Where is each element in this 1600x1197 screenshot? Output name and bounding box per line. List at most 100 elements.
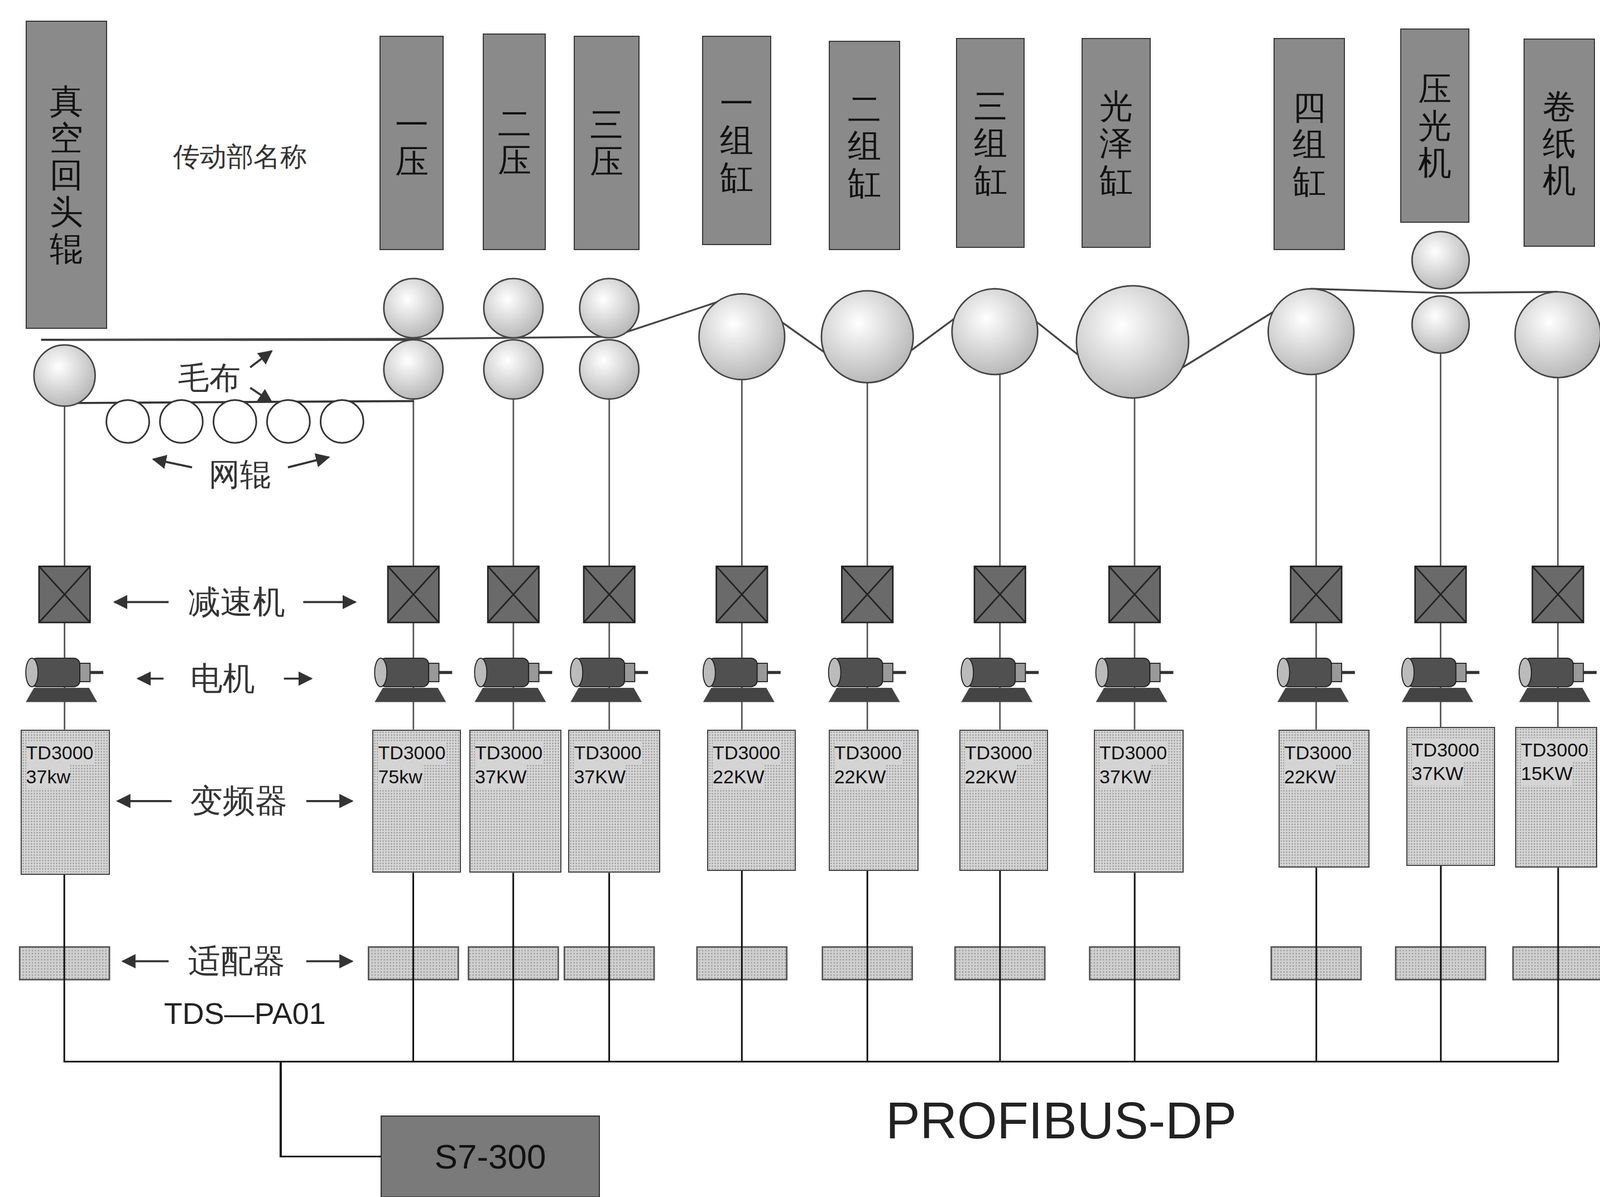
inverter-box: TD300022KW xyxy=(707,729,796,871)
roller xyxy=(1411,295,1469,353)
section-name: 三组缸 xyxy=(973,87,1008,199)
motor-foot xyxy=(474,687,546,703)
inverter-text: 22KW xyxy=(1284,764,1337,789)
part-label: 传动部名称 xyxy=(173,141,307,171)
motor-shaft xyxy=(1583,670,1597,674)
drive-section-box: 一压 xyxy=(379,35,444,251)
plc-box: S7-300 xyxy=(380,1115,600,1197)
inverter-box: TD300037KW xyxy=(1406,726,1496,866)
motor-foot xyxy=(828,687,901,703)
motor-flange xyxy=(428,662,439,682)
inverter-text: TD3000 xyxy=(26,740,94,765)
reducer-cross xyxy=(1415,565,1467,623)
motor-end xyxy=(828,657,842,687)
section-name: 卷纸机 xyxy=(1542,87,1577,199)
roller xyxy=(579,339,639,400)
reducer-symbol xyxy=(387,565,439,623)
roller xyxy=(383,339,444,400)
inverter-box: TD300037KW xyxy=(568,729,661,873)
label-arrows xyxy=(114,351,355,962)
part-label: 适配器 xyxy=(188,943,286,979)
inverter-box: TD300037KW xyxy=(469,729,562,873)
motor-shaft xyxy=(1160,670,1174,674)
inverter-text: TD3000 xyxy=(1520,737,1589,762)
inverter-text: 22KW xyxy=(964,764,1017,789)
paper-web xyxy=(64,288,1559,398)
drive-section-box: 光泽缸 xyxy=(1081,37,1151,249)
motor-flange xyxy=(1573,662,1584,682)
inverter-text: TD3000 xyxy=(964,740,1033,765)
part-label: 变频器 xyxy=(190,782,288,819)
roller xyxy=(483,339,544,400)
drive-section-box: 压光机 xyxy=(1400,28,1470,223)
section-name: 二压 xyxy=(497,104,532,179)
roller xyxy=(952,288,1039,375)
reducer-cross xyxy=(1108,565,1160,623)
motor-foot xyxy=(374,687,446,703)
part-label: TDS—PA01 xyxy=(164,996,326,1030)
motor-foot xyxy=(1277,687,1349,703)
part-label: 毛布 xyxy=(178,360,241,396)
motor-foot xyxy=(1096,687,1168,703)
inverter-text: 37KW xyxy=(474,764,527,789)
reducer-symbol xyxy=(487,565,539,623)
motor-foot xyxy=(1401,687,1474,703)
profibus-connector xyxy=(280,872,610,1156)
inverter-text: 75kw xyxy=(377,764,422,789)
section-name: 一压 xyxy=(395,106,429,180)
inverter-text: TD3000 xyxy=(1099,740,1167,765)
inverter-box: TD300075kw xyxy=(372,729,461,873)
motor-end xyxy=(961,657,974,687)
roller xyxy=(821,290,914,383)
section-name: 一组缸 xyxy=(719,84,754,196)
roller xyxy=(1267,288,1354,375)
roller xyxy=(1411,231,1469,289)
plc-name: S7-300 xyxy=(434,1136,547,1176)
profibus-connector xyxy=(280,870,743,1157)
inverter-box: TD300022KW xyxy=(959,729,1049,871)
felt xyxy=(41,339,414,403)
motor-shaft xyxy=(767,670,781,674)
motor-end xyxy=(25,657,38,687)
motor-shaft xyxy=(89,670,104,674)
inverter-box: TD300015KW xyxy=(1515,726,1597,868)
inverter-text: TD3000 xyxy=(1284,740,1352,765)
reducer-cross xyxy=(1532,565,1584,623)
drive-section-box: 二组缸 xyxy=(828,40,901,251)
motor-foot xyxy=(1519,687,1591,703)
reducer-cross xyxy=(387,565,439,623)
drive-section-box: 三压 xyxy=(573,35,641,251)
wire-roll xyxy=(266,399,310,443)
reducer-symbol xyxy=(39,565,90,623)
reducer-cross xyxy=(841,565,893,623)
inverter-text: TD3000 xyxy=(712,740,781,765)
motor-shaft xyxy=(438,670,453,674)
reducer-symbol xyxy=(583,565,635,623)
motor-shaft xyxy=(1025,670,1039,674)
motor-end xyxy=(1096,657,1109,687)
reducer-cross xyxy=(39,565,90,623)
drive-section-box: 四组缸 xyxy=(1273,37,1345,251)
reducer-cross xyxy=(974,565,1026,623)
inverter-text: 37KW xyxy=(1099,764,1152,789)
motor-flange xyxy=(757,662,768,682)
inverter-box: TD300022KW xyxy=(1278,729,1370,868)
profibus-connector xyxy=(280,867,1317,1156)
inverter-box: TD300037kw xyxy=(20,729,111,875)
drive-section-box: 一组缸 xyxy=(702,35,772,245)
wire-roll xyxy=(320,399,364,443)
part-label: 网辊 xyxy=(208,457,272,492)
wire-roll xyxy=(160,399,204,443)
reducer-cross xyxy=(487,565,539,623)
reducer-cross xyxy=(716,565,768,623)
motor-shaft xyxy=(1466,670,1480,674)
reducer-cross xyxy=(583,565,635,623)
motor-shaft xyxy=(1341,670,1356,674)
motor-flange xyxy=(882,662,893,682)
motor-foot xyxy=(570,687,642,703)
inverter-text: TD3000 xyxy=(377,740,446,765)
inverter-text: TD3000 xyxy=(573,740,642,765)
inverter-text: 37KW xyxy=(1411,761,1464,786)
roller xyxy=(699,293,786,380)
motor-shaft xyxy=(892,670,907,674)
